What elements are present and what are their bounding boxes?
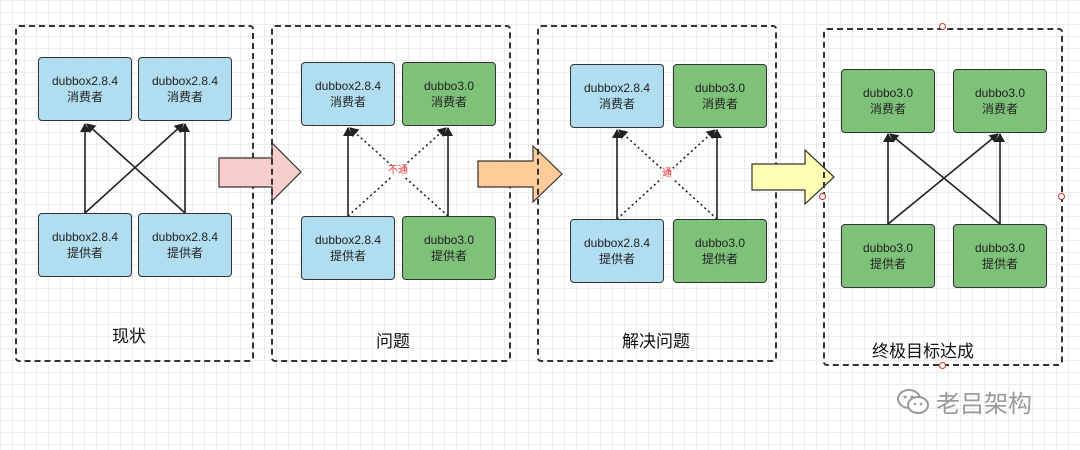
- node-role: 提供者: [598, 252, 635, 266]
- node-name: dubbo3.0: [974, 241, 1026, 255]
- node-consumer: dubbox2.8.4 消费者: [570, 64, 664, 128]
- arrow-p4-left-to-right: [887, 133, 999, 225]
- node-name: dubbo3.0: [862, 241, 914, 255]
- node-role: 消费者: [701, 97, 738, 111]
- node-name: dubbox2.8.4: [314, 233, 382, 247]
- node-role: 消费者: [981, 102, 1018, 116]
- node-provider: dubbo3.0 提供者: [673, 219, 767, 283]
- node-role: 消费者: [598, 97, 635, 111]
- big-arrow-shape: [751, 148, 835, 206]
- node-provider: dubbo3.0 提供者: [841, 224, 935, 288]
- panel-caption: 解决问题: [622, 332, 690, 352]
- node-role: 消费者: [166, 90, 203, 104]
- node-consumer: dubbo3.0 消费者: [673, 64, 767, 128]
- panel-caption: 问题: [376, 332, 410, 352]
- node-provider: dubbo3.0 提供者: [402, 216, 496, 280]
- node-consumer: dubbo3.0 消费者: [841, 69, 935, 133]
- node-name: dubbox2.8.4: [583, 236, 651, 250]
- node-consumer: dubbo3.0 消费者: [953, 69, 1047, 133]
- arrow-p1-left-to-right: [84, 123, 184, 214]
- node-name: dubbo3.0: [974, 86, 1026, 100]
- node-name: dubbo3.0: [694, 81, 746, 95]
- node-name: dubbo3.0: [423, 233, 475, 247]
- selection-handle[interactable]: [939, 362, 946, 369]
- node-role: 消费者: [430, 95, 467, 109]
- cross-status-label: 通: [661, 168, 673, 180]
- node-role: 消费者: [66, 90, 103, 104]
- arrow-p4-right-to-left: [889, 133, 1001, 225]
- node-consumer: dubbox2.8.4 消费者: [38, 57, 132, 121]
- node-provider: dubbox2.8.4 提供者: [138, 213, 232, 277]
- node-name: dubbox2.8.4: [314, 79, 382, 93]
- node-provider: dubbox2.8.4 提供者: [301, 216, 395, 280]
- watermark: 老吕架构: [896, 384, 1032, 419]
- node-consumer: dubbo3.0 消费者: [402, 62, 496, 126]
- node-name: dubbox2.8.4: [51, 230, 119, 244]
- node-role: 提供者: [701, 252, 738, 266]
- cross-status-label: 不通: [387, 165, 409, 177]
- panel-caption: 终极目标达成: [872, 342, 974, 362]
- node-consumer: dubbox2.8.4 消费者: [301, 62, 395, 126]
- node-name: dubbox2.8.4: [151, 230, 219, 244]
- node-role: 提供者: [981, 257, 1018, 271]
- panel-caption: 现状: [112, 327, 146, 347]
- node-role: 提供者: [166, 246, 203, 260]
- node-provider: dubbox2.8.4 提供者: [38, 213, 132, 277]
- node-role: 提供者: [430, 249, 467, 263]
- panel-solution: [537, 25, 777, 362]
- selection-handle[interactable]: [819, 193, 826, 200]
- node-role: 消费者: [329, 95, 366, 109]
- node-role: 提供者: [869, 257, 906, 271]
- node-name: dubbox2.8.4: [151, 74, 219, 88]
- wechat-icon: [897, 388, 929, 414]
- node-name: dubbox2.8.4: [583, 81, 651, 95]
- selection-handle[interactable]: [1058, 193, 1065, 200]
- node-role: 提供者: [329, 249, 366, 263]
- node-provider: dubbox2.8.4 提供者: [570, 219, 664, 283]
- panel-current-state: [15, 25, 254, 362]
- node-role: 消费者: [869, 102, 906, 116]
- big-arrow-shape: [477, 144, 563, 204]
- watermark-text: 老吕架构: [936, 390, 1032, 418]
- arrow-p1-right-to-left: [86, 123, 186, 214]
- node-name: dubbox2.8.4: [51, 74, 119, 88]
- node-role: 提供者: [66, 246, 103, 260]
- node-name: dubbo3.0: [862, 86, 914, 100]
- node-name: dubbo3.0: [423, 79, 475, 93]
- node-consumer: dubbox2.8.4 消费者: [138, 57, 232, 121]
- node-provider: dubbo3.0 提供者: [953, 224, 1047, 288]
- selection-handle[interactable]: [939, 23, 946, 30]
- panel-problem: [271, 25, 511, 362]
- node-name: dubbo3.0: [694, 236, 746, 250]
